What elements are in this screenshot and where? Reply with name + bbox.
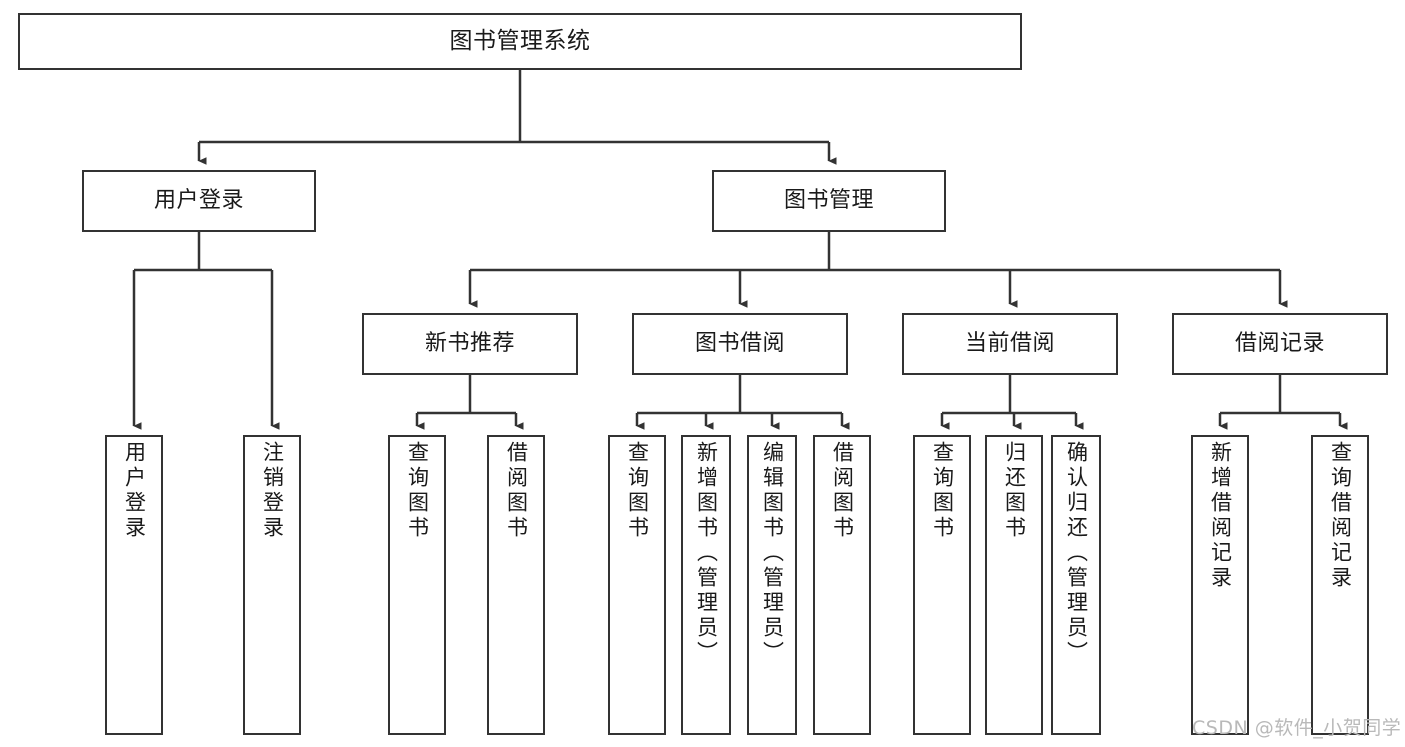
node-label: 编辑图书（管理员） bbox=[760, 441, 785, 666]
node-leaf-9[interactable]: 查询图书 bbox=[913, 435, 971, 735]
node-leaf-6[interactable]: 新增图书（管理员） bbox=[681, 435, 731, 735]
node-leaf-5[interactable]: 查询图书 bbox=[608, 435, 666, 735]
node-label: 借阅图书 bbox=[504, 441, 529, 541]
node-leaf-3[interactable]: 查询图书 bbox=[388, 435, 446, 735]
node-new-book-rec[interactable]: 新书推荐 bbox=[362, 313, 578, 375]
node-book-borrow[interactable]: 图书借阅 bbox=[632, 313, 848, 375]
node-label: 确认归还（管理员） bbox=[1064, 441, 1089, 666]
node-label: 当前借阅 bbox=[964, 331, 1055, 357]
node-book-manage[interactable]: 图书管理 bbox=[712, 170, 946, 232]
node-label: 用户登录 bbox=[153, 188, 244, 214]
node-label: 借阅记录 bbox=[1234, 331, 1325, 357]
node-current-borrow[interactable]: 当前借阅 bbox=[902, 313, 1118, 375]
node-label: 图书借阅 bbox=[694, 331, 785, 357]
node-label: 归还图书 bbox=[1002, 441, 1027, 541]
node-label: 新增图书（管理员） bbox=[694, 441, 719, 666]
node-leaf-12[interactable]: 新增借阅记录 bbox=[1191, 435, 1249, 735]
node-label: 新增借阅记录 bbox=[1208, 441, 1233, 591]
node-root[interactable]: 图书管理系统 bbox=[18, 13, 1022, 70]
node-label: 查询图书 bbox=[625, 441, 650, 541]
node-label: 注销登录 bbox=[260, 441, 285, 541]
node-leaf-13[interactable]: 查询借阅记录 bbox=[1311, 435, 1369, 735]
node-label: 查询借阅记录 bbox=[1328, 441, 1353, 591]
node-leaf-7[interactable]: 编辑图书（管理员） bbox=[747, 435, 797, 735]
node-label: 新书推荐 bbox=[424, 331, 515, 357]
node-label: 查询图书 bbox=[405, 441, 430, 541]
node-label: 查询图书 bbox=[930, 441, 955, 541]
node-label: 用户登录 bbox=[122, 441, 147, 541]
node-leaf-10[interactable]: 归还图书 bbox=[985, 435, 1043, 735]
node-label: 借阅图书 bbox=[830, 441, 855, 541]
node-leaf-2[interactable]: 注销登录 bbox=[243, 435, 301, 735]
node-leaf-8[interactable]: 借阅图书 bbox=[813, 435, 871, 735]
node-leaf-4[interactable]: 借阅图书 bbox=[487, 435, 545, 735]
csdn-watermark: CSDN @软件_小贺同学 bbox=[1192, 717, 1402, 739]
node-label: 图书管理 bbox=[783, 188, 874, 214]
node-label: 图书管理系统 bbox=[449, 27, 591, 54]
node-leaf-11[interactable]: 确认归还（管理员） bbox=[1051, 435, 1101, 735]
node-user-login[interactable]: 用户登录 bbox=[82, 170, 316, 232]
node-borrow-record[interactable]: 借阅记录 bbox=[1172, 313, 1388, 375]
node-leaf-1[interactable]: 用户登录 bbox=[105, 435, 163, 735]
